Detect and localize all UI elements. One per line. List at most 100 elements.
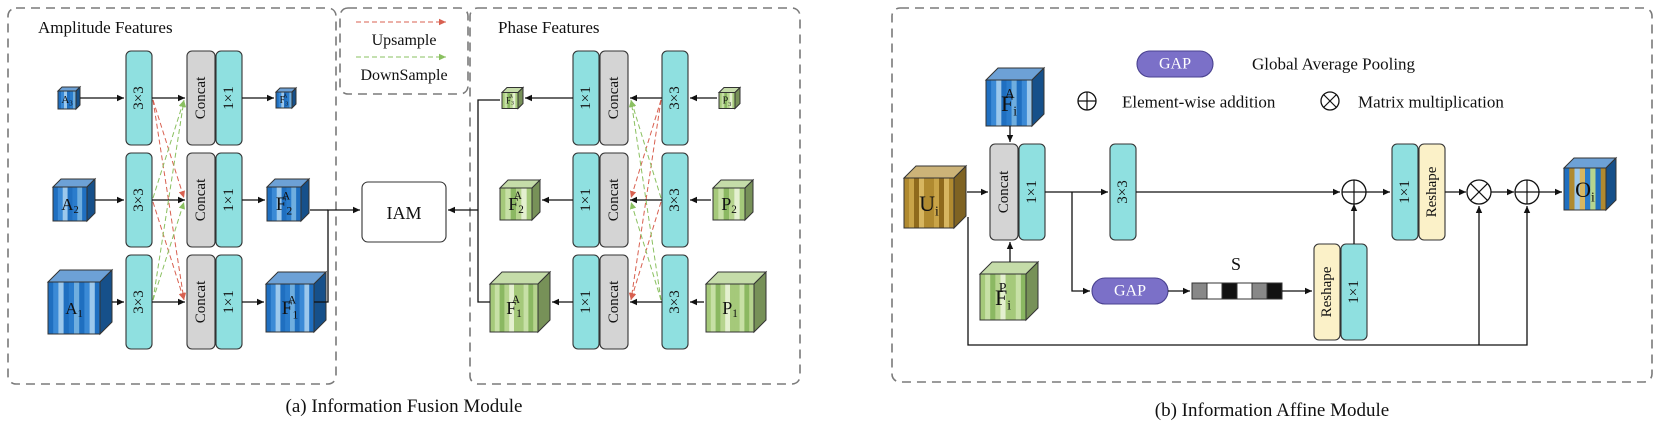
amplitude-input-cube-stripe: [68, 282, 75, 334]
fa-input-cube-stripe: [996, 80, 1002, 126]
fa-input-cube-stripe: [1026, 80, 1033, 126]
fa-input-cube-face: [985, 79, 1033, 127]
concat-block-label: Concat: [193, 280, 209, 323]
reshape-block-lower: Reshape: [1313, 243, 1341, 341]
s-vector-cell: [1206, 282, 1223, 300]
phase-input-cube-label-base: P: [723, 95, 729, 106]
phase-input-cube-stripe: [713, 188, 719, 220]
amplitude-output-cube: F3A: [274, 86, 298, 110]
s-vector-cell: [1221, 282, 1238, 300]
u-input-cube-stripe: [934, 178, 940, 228]
phase-input-cube-stripe: [739, 284, 745, 332]
phase-output-cube-stripe: [507, 92, 511, 109]
amplitude-output-cube-label-sub: 3: [285, 100, 288, 107]
amplitude-output-cube-stripe: [286, 187, 292, 221]
conv1x1-block-upper-label: 1×1: [1397, 180, 1413, 203]
u-input-cube-stripe: [909, 178, 915, 228]
phase-output-cube-label: F3A: [506, 93, 514, 106]
o-output-cube-side: [1605, 156, 1617, 212]
phase-input-cube-stripe: [734, 188, 741, 220]
addition-legend-icon: [1077, 91, 1097, 111]
conv3x3-block-label: 3×3: [131, 188, 147, 211]
gap-legend-pill: [1136, 50, 1214, 78]
phase-input-cube-stripe: [715, 284, 721, 332]
amplitude-output-cube: F1A: [264, 270, 328, 334]
phase-output-cube-stripe: [515, 92, 519, 109]
phase-concat-block: Concat: [599, 50, 629, 146]
phase-output-cube-label-sup: A: [512, 294, 520, 306]
conv1x1-block-upper-shape: [1391, 143, 1419, 241]
phase-output-cube-stripe: [504, 92, 508, 109]
amplitude-output-cube-label: F1A: [282, 293, 299, 321]
concat-block: Concat: [186, 50, 216, 146]
downsample-arrow: [152, 99, 187, 301]
phase-input-cube-label: P1: [722, 298, 738, 320]
s-vector-cell: [1266, 282, 1283, 300]
downsample-legend-label: DownSample: [360, 67, 447, 84]
amplitude-input-cube-label: A1: [65, 299, 83, 320]
conv1x1-block-lower: 1×1: [1340, 243, 1368, 341]
amplitude-output-cube-stripe: [304, 284, 310, 332]
phase-conv3x3-block-label: 3×3: [667, 188, 683, 211]
u-input-cube-label: Ui: [919, 191, 939, 218]
amplitude-output-cube-stripe: [271, 187, 278, 221]
amplitude-input-cube-stripe: [73, 91, 77, 109]
phase-input-cube-stripe: [727, 92, 731, 109]
amplitude-input-cube-label-sub: 1: [78, 308, 83, 319]
amplitude-features-frame: [7, 7, 337, 385]
amplitude-output-cube-label-base: F: [280, 95, 286, 106]
fa-input-cube-stripe: [1006, 80, 1012, 126]
multiply-node-d2: [1470, 183, 1488, 201]
gap-legend-desc: Global Average Pooling: [1252, 55, 1416, 74]
phase-conv3x3-block-label: 3×3: [667, 290, 683, 313]
amplitude-output-cube-stripe: [294, 284, 300, 332]
conv1x1-block-label: 1×1: [221, 86, 237, 109]
concat-block-label: Concat: [193, 76, 209, 119]
addition-legend-desc: Element-wise addition: [1122, 93, 1276, 112]
phase-conv1x1-block-label: 1×1: [578, 290, 594, 313]
phase-output-cube-stripe: [502, 92, 506, 109]
amplitude-output-cube-stripe: [289, 92, 293, 108]
caption-b: (b) Information Affine Module: [1155, 400, 1389, 421]
amplitude-input-cube-stripe: [82, 187, 88, 221]
phase-output-cube-label-sup: A: [514, 190, 522, 202]
fp-input-cube-label-sup: P: [999, 280, 1007, 295]
amplitude-input-cube-stripe: [67, 187, 73, 221]
amplitude-input-cube-stripe: [62, 187, 68, 221]
affine-conv1x1-block: 1×1: [1018, 143, 1046, 241]
u-input-cube-stripe: [919, 178, 925, 228]
phase-output-cube-label-base: F: [506, 298, 516, 318]
amplitude-output-cube-stripe: [266, 284, 272, 332]
u-input-cube-stripe: [929, 178, 935, 228]
phase-input-cube-stripe: [723, 188, 730, 220]
amplitude-output-cube-stripe: [286, 92, 290, 108]
phase-output-cube-label-sub: 3: [511, 101, 514, 107]
phase-output-cube-face: [499, 187, 533, 221]
gap-block-label: GAP: [1114, 283, 1146, 300]
amplitude-input-cube-label: A2: [61, 195, 79, 216]
phase-conv1x1-block-label: 1×1: [578, 86, 594, 109]
phase-concat-block-shape: [599, 50, 629, 146]
conv3x3-block-label: 3×3: [131, 290, 147, 313]
amp-to-iam-arrow: [314, 206, 360, 303]
multiplication-legend-desc: Matrix multiplication: [1358, 93, 1504, 112]
amplitude-input-cube-stripe: [53, 187, 59, 221]
fp-input-cube-label: FiP: [995, 280, 1011, 312]
phase-output-cube-stripe: [490, 284, 496, 332]
fa-input-cube-stripe: [1021, 80, 1028, 126]
reshape-block-upper-label: Reshape: [1424, 166, 1440, 217]
amplitude-output-cube-stripe: [285, 284, 291, 332]
conv1x1-block-label: 1×1: [221, 188, 237, 211]
phase-input-cube-label-base: P: [722, 298, 732, 318]
amplitude-output-cube-face: [266, 186, 302, 222]
amplitude-input-cube-label: A3: [61, 94, 73, 107]
s-vector-cell: [1251, 282, 1268, 300]
amplitude-input-cube-stripe: [67, 91, 71, 109]
phase-input-cube-stripe: [739, 188, 746, 220]
fp-input-cube-stripe: [995, 274, 1001, 320]
phase-downsample-arrow: [628, 99, 662, 301]
phase-output-cube: F2A: [498, 178, 542, 222]
phase-concat-block-shape: [599, 152, 629, 248]
amplitude-input-cube-stripe: [77, 187, 83, 221]
